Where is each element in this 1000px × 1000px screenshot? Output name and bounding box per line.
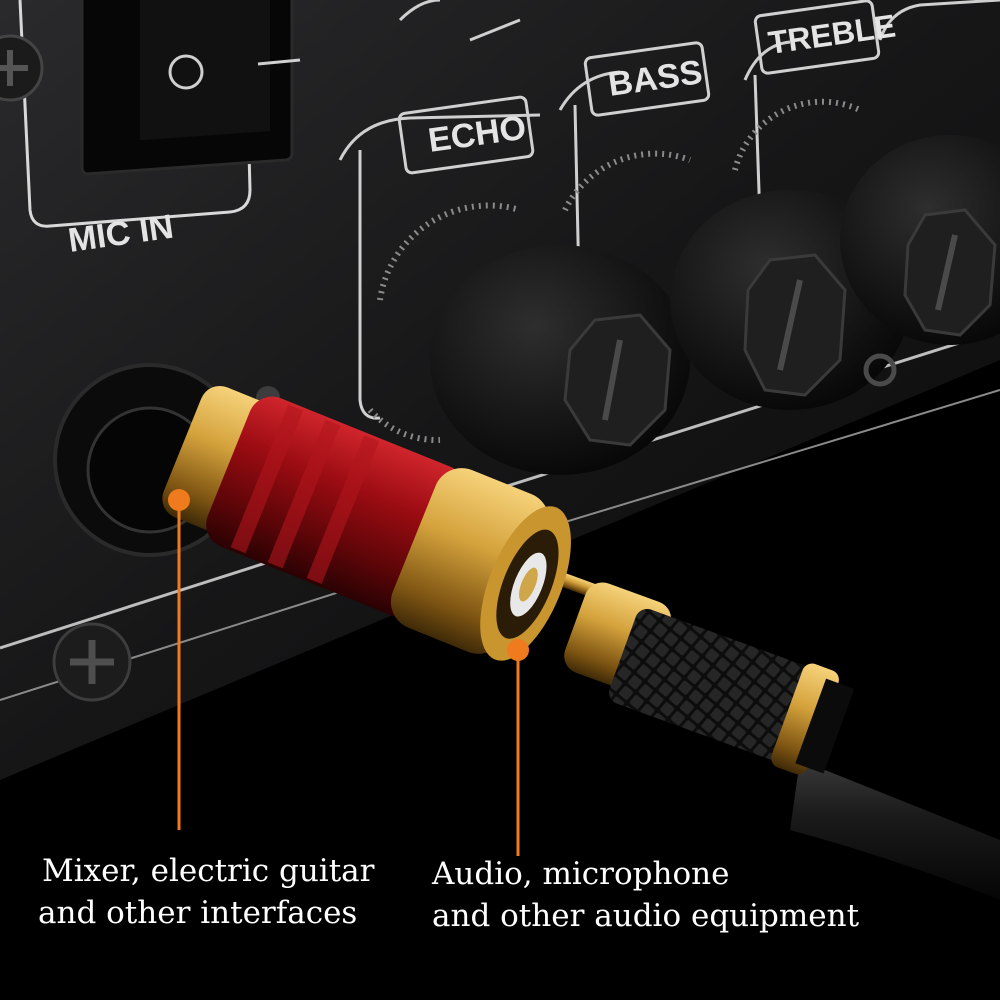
caption-left-line1: Mixer, electric guitar — [42, 853, 375, 889]
male-rca-plug-icon — [558, 572, 855, 775]
caption-left: Mixer, electric guitar and other interfa… — [38, 850, 374, 934]
treble-knob-icon — [840, 135, 1000, 387]
echo-knob-icon — [430, 245, 690, 475]
caption-right-line1: Audio, microphone — [432, 856, 730, 892]
female-rca-connector-icon — [162, 385, 571, 661]
callout-left — [168, 489, 190, 830]
black-cable — [790, 760, 1000, 900]
caption-right-line2: and other audio equipment — [432, 898, 860, 934]
caption-left-line2: and other interfaces — [38, 895, 358, 931]
caption-right: Audio, microphone and other audio equipm… — [432, 853, 859, 937]
callout-right — [507, 639, 529, 856]
